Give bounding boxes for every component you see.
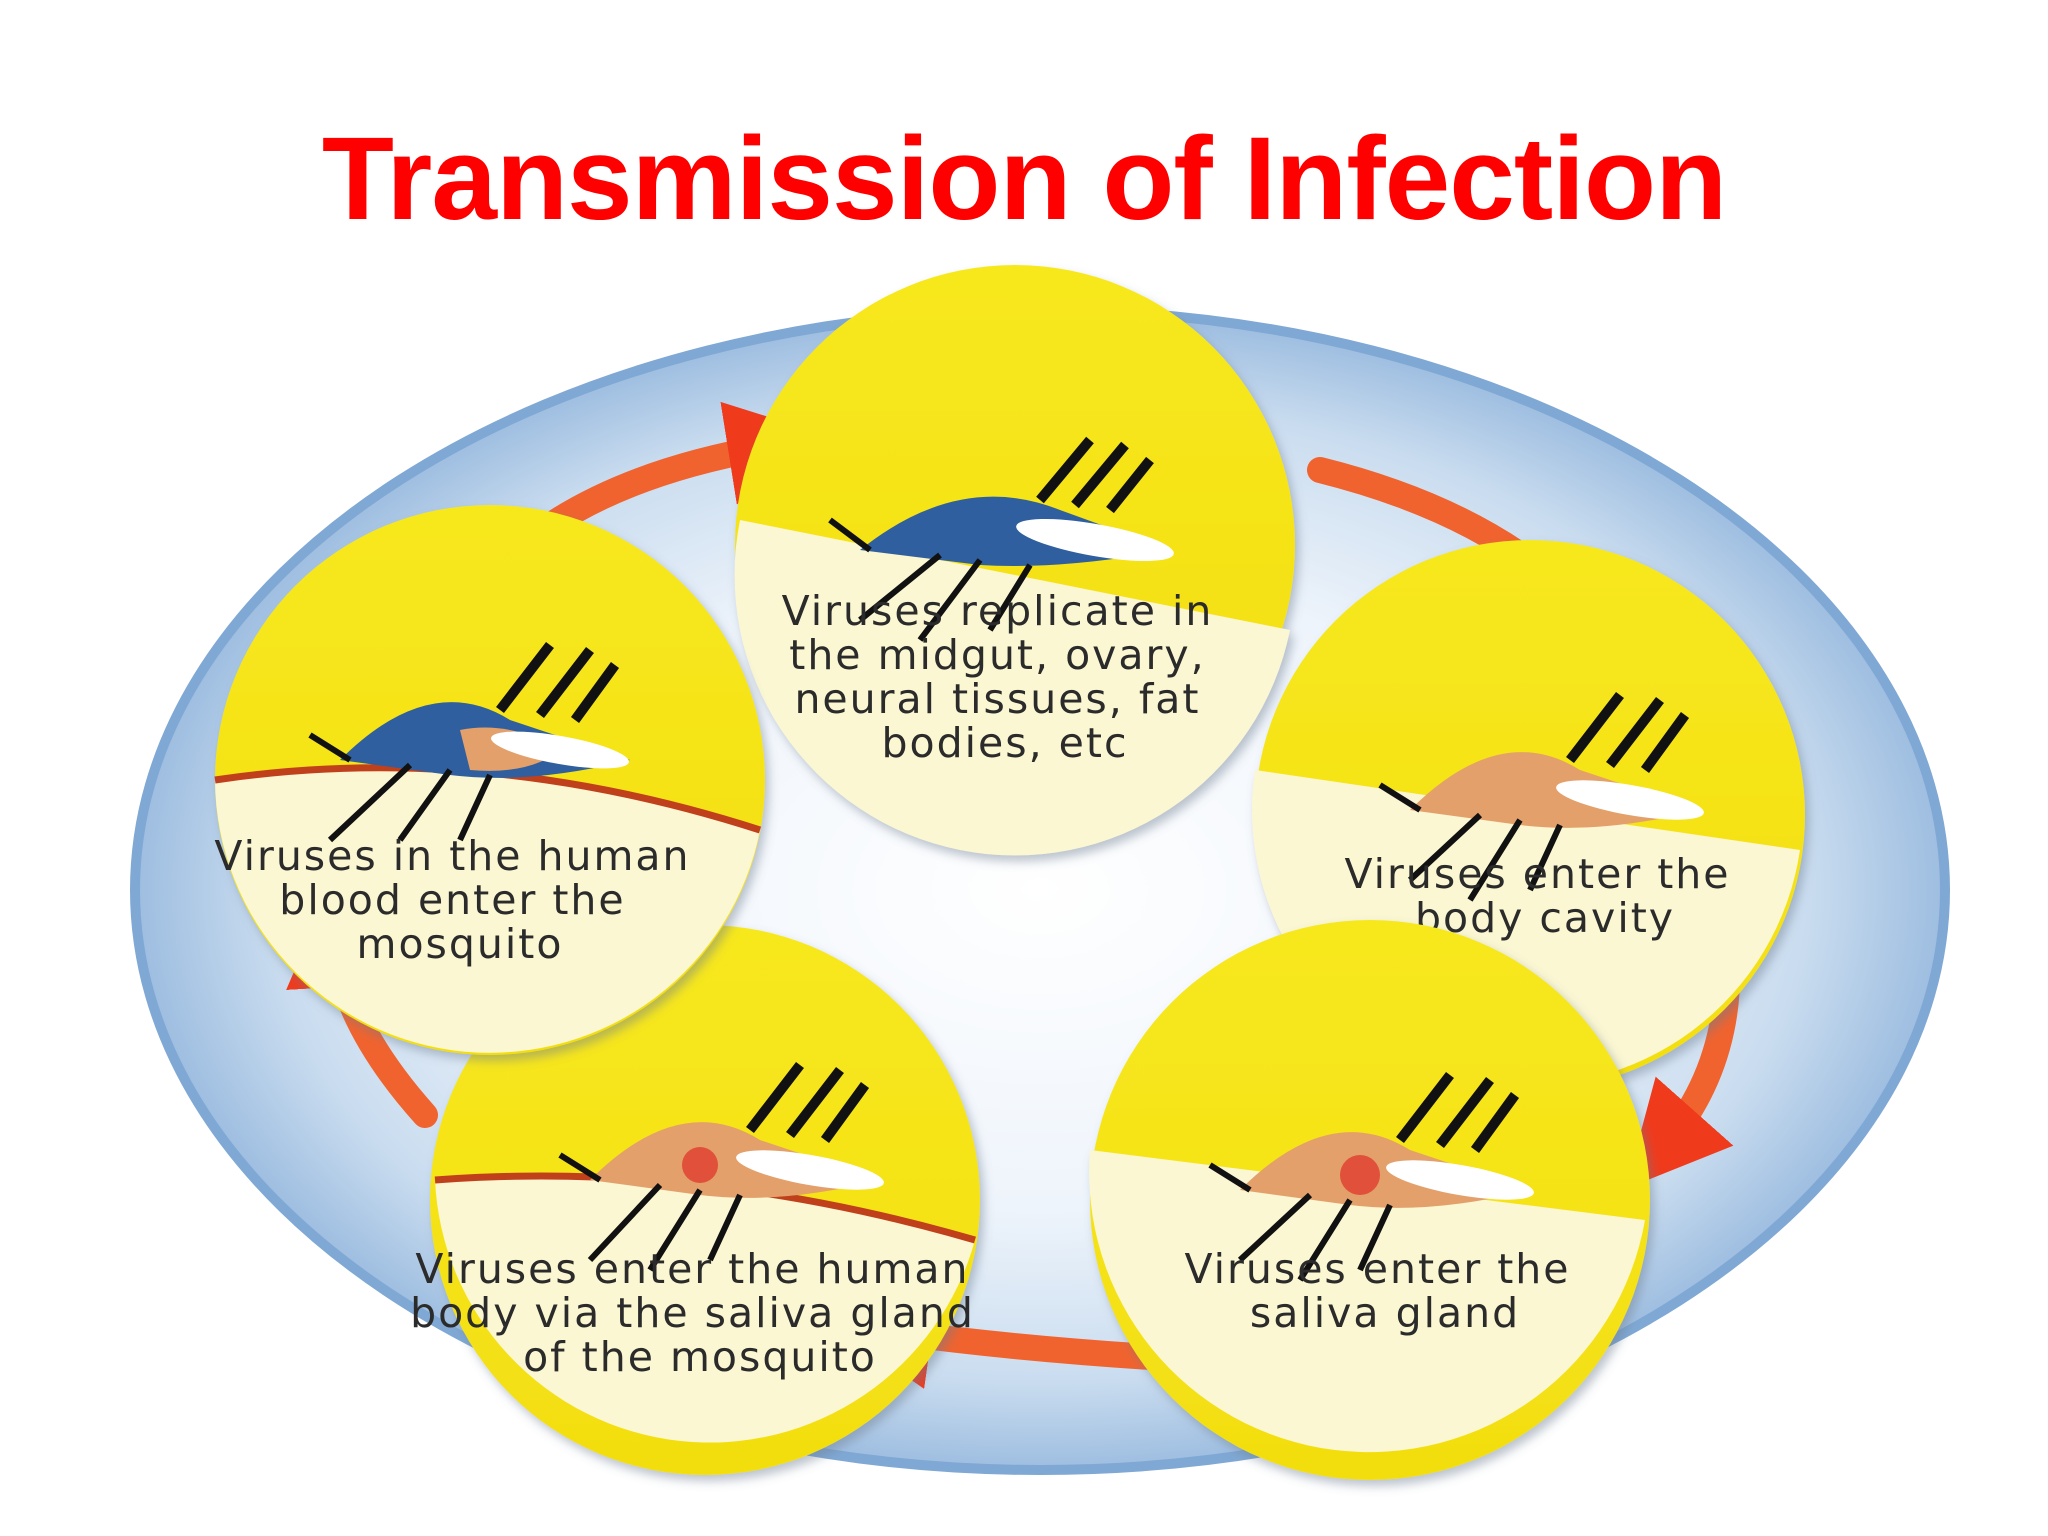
svg-text:Viruses in the human b: Viruses in the human blood enter the mos… — [214, 832, 705, 968]
step-saliva-gland-line-1: Viruses enter the — [1184, 1245, 1570, 1293]
step-human-blood-line-1: Viruses in the human — [214, 832, 690, 880]
step-human-blood: Viruses in the human blood enter the mos… — [214, 505, 765, 1055]
step-replicate-line-1: Viruses replicate in — [782, 587, 1214, 635]
step-human-body: Viruses enter the human body via the sal… — [410, 925, 990, 1475]
step-saliva-gland: Viruses enter the saliva gland — [1089, 920, 1650, 1480]
step-human-blood-line-3: mosquito — [357, 920, 564, 968]
slide-title: Transmission of Infection — [321, 113, 1727, 245]
step-replicate-line-4: bodies, etc — [881, 719, 1128, 767]
step-human-body-line-1: Viruses enter the human — [415, 1245, 969, 1293]
step-replicate-line-2: the midgut, ovary, — [789, 631, 1205, 679]
step-human-body-line-2: body via the saliva gland — [410, 1289, 975, 1337]
step-saliva-gland-line-2: saliva gland — [1250, 1289, 1520, 1337]
mosquito-biting-icon — [308, 641, 630, 843]
step-replicate-line-3: neural tissues, fat — [794, 675, 1200, 723]
mosquito-biting-icon — [558, 1061, 884, 1272]
step-replicate: Viruses replicate in the midgut, ovary, … — [734, 265, 1295, 856]
mosquito-icon — [1378, 691, 1704, 902]
svg-text:Viruses enter the human: Viruses enter the human body via the sal… — [410, 1245, 990, 1381]
step-body-cavity-line-1: Viruses enter the — [1344, 850, 1730, 898]
svg-text:Viruses replicate in t: Viruses replicate in the midgut, ovary, … — [782, 587, 1229, 767]
step-body-cavity-line-2: body cavity — [1415, 894, 1675, 942]
mosquito-icon — [828, 436, 1174, 642]
mosquito-icon — [1208, 1071, 1534, 1282]
svg-text:Viruses enter the body: Viruses enter the body cavity — [1344, 850, 1745, 942]
step-human-blood-line-2: blood enter the — [279, 876, 625, 924]
svg-text:Viruses enter the sali: Viruses enter the saliva gland — [1184, 1245, 1585, 1337]
step-human-body-line-3: of the mosquito — [523, 1333, 877, 1381]
